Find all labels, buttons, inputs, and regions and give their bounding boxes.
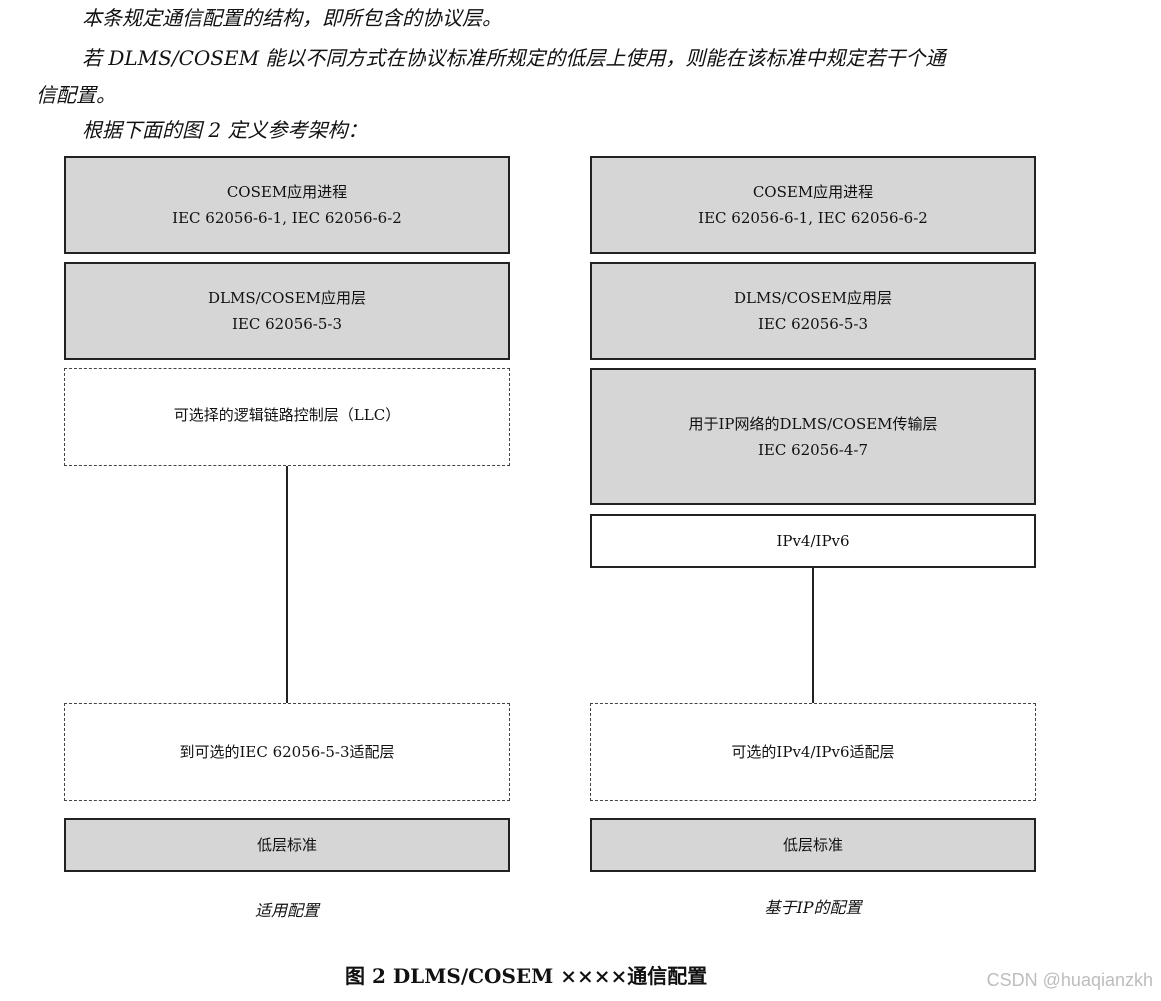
paragraph-1: 本条规定通信配置的结构，即所包含的协议层。 xyxy=(82,6,502,30)
right-app-layer-box: DLMS/COSEM应用层 IEC 62056-5-3 xyxy=(590,262,1036,360)
left-caption: 适用配置 xyxy=(254,901,319,920)
right-ip-title: IPv4/IPv6 xyxy=(776,532,850,550)
right-adaptation-box: 可选的IPv4/IPv6适配层 xyxy=(590,703,1036,801)
left-adaptation-title: 到可选的IEC 62056-5-3适配层 xyxy=(179,743,395,761)
left-app-layer-standard: IEC 62056-5-3 xyxy=(231,315,343,333)
right-app-layer-standard: IEC 62056-5-3 xyxy=(757,315,869,333)
left-app-process-title: COSEM应用进程 xyxy=(226,183,348,201)
left-app-layer-box: DLMS/COSEM应用层 IEC 62056-5-3 xyxy=(64,262,510,360)
paragraph-2-cont: 信配置。 xyxy=(36,83,116,107)
left-llc-box: 可选择的逻辑链路控制层（LLC） xyxy=(64,368,510,466)
left-app-layer-title: DLMS/COSEM应用层 xyxy=(207,289,367,307)
right-caption: 基于IP的配置 xyxy=(764,898,862,917)
csdn-watermark: CSDN @huaqianzkh xyxy=(986,970,1153,990)
figure-title: 图 2 DLMS/COSEM ××××通信配置 xyxy=(345,964,708,988)
right-app-process-title: COSEM应用进程 xyxy=(752,183,874,201)
paragraph-2: 若 DLMS/COSEM 能以不同方式在协议标准所规定的低层上使用，则能在该标准… xyxy=(82,46,946,70)
right-transport-title: 用于IP网络的DLMS/COSEM传输层 xyxy=(688,414,938,433)
right-ip-box: IPv4/IPv6 xyxy=(590,514,1036,568)
right-app-process-standard: IEC 62056-6-1, IEC 62056-6-2 xyxy=(698,209,928,227)
left-app-process-standard: IEC 62056-6-1, IEC 62056-6-2 xyxy=(172,209,402,227)
right-connector-line xyxy=(812,568,814,703)
right-app-process-box: COSEM应用进程 IEC 62056-6-1, IEC 62056-6-2 xyxy=(590,156,1036,254)
right-transport-layer-box: 用于IP网络的DLMS/COSEM传输层 IEC 62056-4-7 xyxy=(590,368,1036,505)
left-adaptation-box: 到可选的IEC 62056-5-3适配层 xyxy=(64,703,510,801)
left-lower-layer-title: 低层标准 xyxy=(256,836,317,854)
left-lower-layer-box: 低层标准 xyxy=(64,818,510,872)
paragraph-3: 根据下面的图 2 定义参考架构： xyxy=(82,118,368,142)
left-app-process-box: COSEM应用进程 IEC 62056-6-1, IEC 62056-6-2 xyxy=(64,156,510,254)
right-adaptation-title: 可选的IPv4/IPv6适配层 xyxy=(731,743,895,761)
left-connector-line xyxy=(286,466,288,703)
right-app-layer-title: DLMS/COSEM应用层 xyxy=(733,289,893,307)
left-llc-title: 可选择的逻辑链路控制层（LLC） xyxy=(173,406,401,424)
right-lower-layer-title: 低层标准 xyxy=(782,836,843,854)
right-transport-standard: IEC 62056-4-7 xyxy=(757,440,869,459)
right-lower-layer-box: 低层标准 xyxy=(590,818,1036,872)
